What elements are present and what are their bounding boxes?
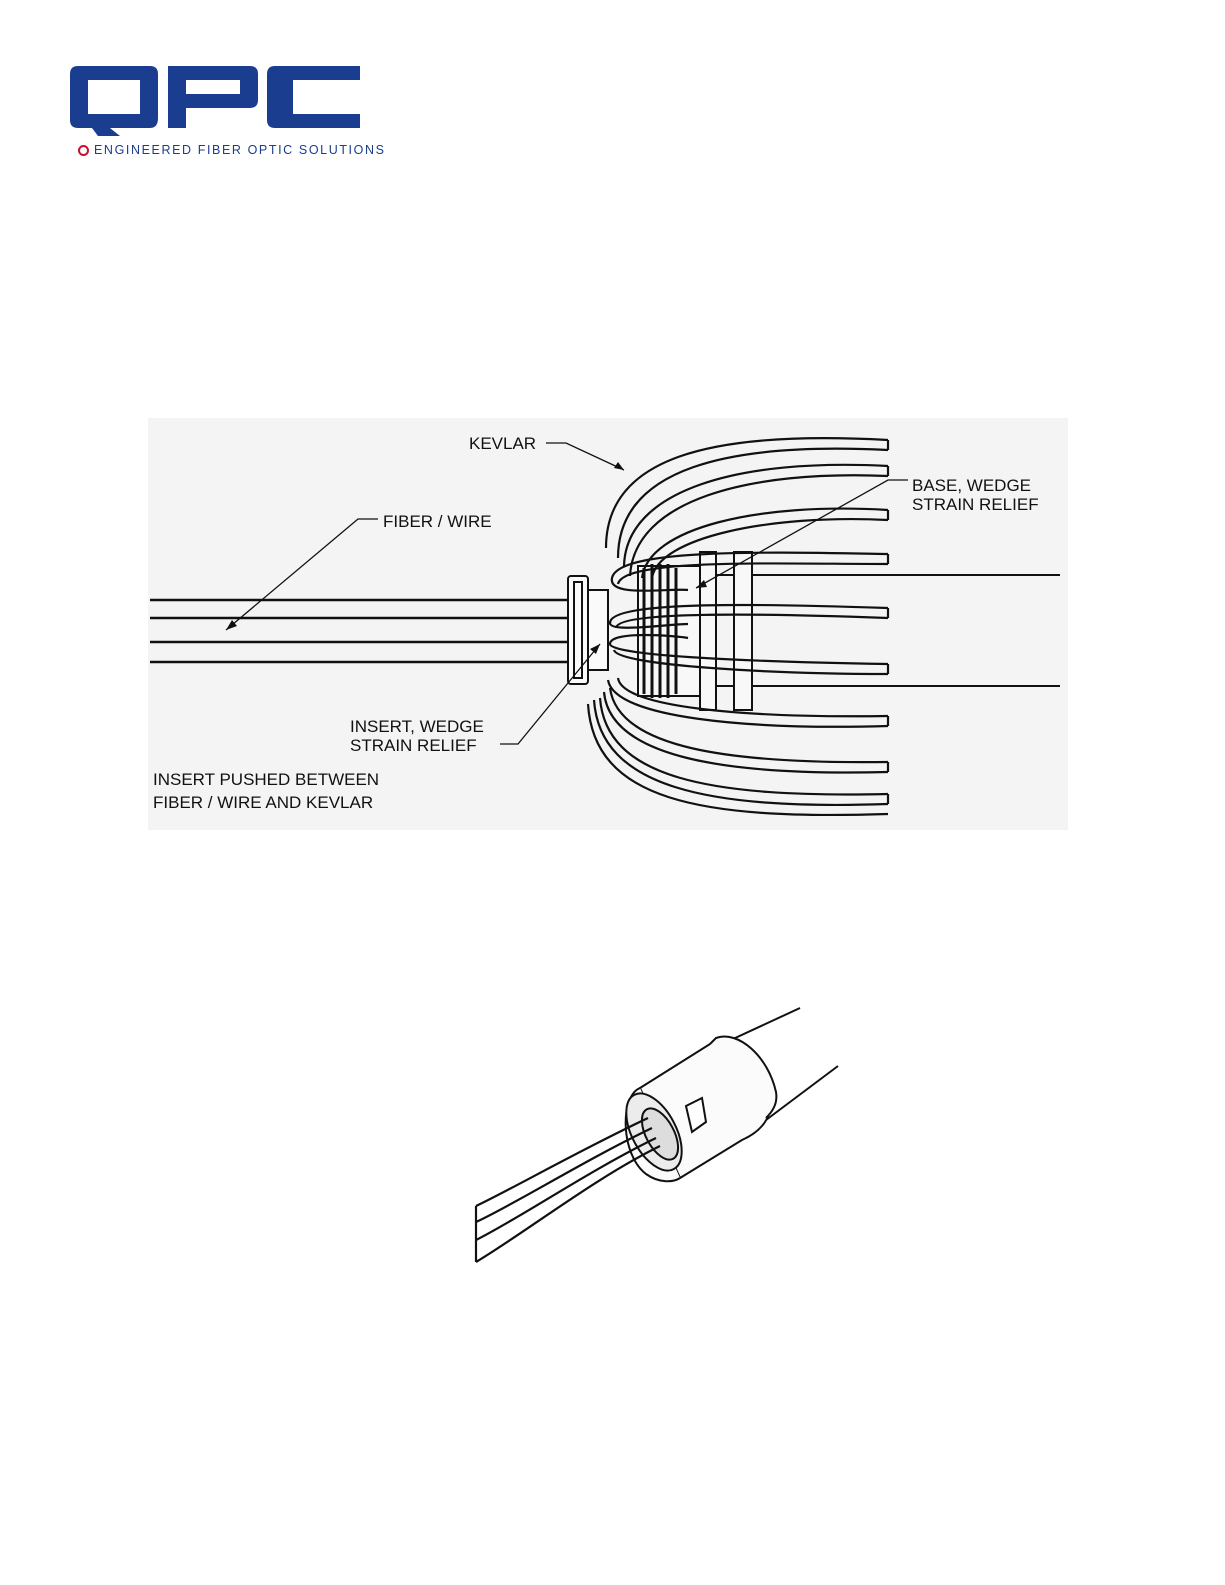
tagline: ENGINEERED FIBER OPTIC SOLUTIONS: [78, 142, 386, 158]
note-line2: FIBER / WIRE AND KEVLAR: [153, 793, 373, 812]
strain-relief-boot: [615, 1037, 777, 1182]
qpc-logo-mark: [70, 66, 370, 136]
label-base-wedge-line1: BASE, WEDGE: [912, 476, 1031, 495]
tagline-text: ENGINEERED FIBER OPTIC SOLUTIONS: [94, 143, 386, 157]
label-kevlar: KEVLAR: [469, 434, 536, 453]
label-fiber-wire: FIBER / WIRE: [383, 512, 492, 531]
label-insert-wedge-line1: INSERT, WEDGE: [350, 717, 484, 736]
insert-wedge-part: [568, 576, 608, 684]
tagline-bullet-icon: [78, 145, 89, 156]
base-wedge-part: [638, 552, 752, 710]
label-base-wedge-line2: STRAIN RELIEF: [912, 495, 1039, 514]
strain-relief-assembly-diagram: KEVLAR FIBER / WIRE BASE, WEDGE STRAIN R…: [148, 418, 1068, 830]
note-line1: INSERT PUSHED BETWEEN: [153, 770, 379, 789]
assembled-connector-illustration: [470, 1000, 850, 1270]
label-insert-wedge-line2: STRAIN RELIEF: [350, 736, 477, 755]
